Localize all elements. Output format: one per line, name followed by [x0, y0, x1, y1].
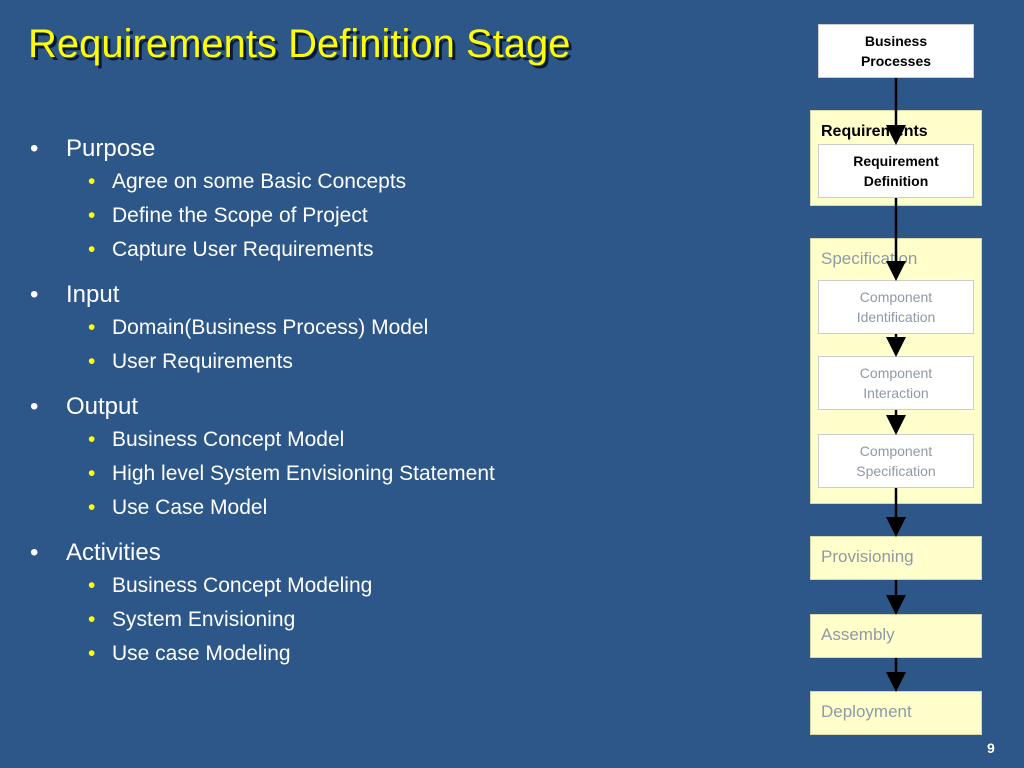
bullet-item: Use Case Model — [112, 496, 268, 519]
bullet-item: Define the Scope of Project — [112, 204, 368, 227]
bullet-outline: • Purpose • Agree on some Basic Concepts •… — [30, 133, 770, 683]
bullet-icon: • — [88, 462, 96, 485]
bullet-item: Use case Modeling — [112, 642, 291, 665]
page-number: 9 — [987, 740, 995, 756]
business-processes-box: Business Processes — [818, 24, 974, 78]
bullet-icon: • — [88, 350, 96, 373]
bullet-item: Agree on some Basic Concepts — [112, 170, 407, 193]
bullet-icon: • — [88, 496, 96, 519]
deployment-stage: Deployment — [810, 691, 982, 735]
section-purpose: • Purpose • Agree on some Basic Concepts •… — [30, 133, 770, 267]
bullet-item: High level System Envisioning Statement — [112, 462, 495, 485]
section-heading: Purpose — [66, 135, 156, 162]
section-heading: Input — [66, 281, 120, 308]
deployment-label: Deployment — [821, 702, 912, 721]
bullet-icon: • — [88, 642, 96, 665]
requirement-definition-box: Requirement Definition — [818, 144, 974, 198]
provisioning-label: Provisioning — [821, 547, 914, 566]
bullet-icon: • — [30, 393, 39, 420]
component-interaction-box: Component Interaction — [818, 356, 974, 410]
section-input: • Input • Domain(Business Process) Model •… — [30, 279, 770, 379]
bullet-item: Business Concept Model — [112, 428, 345, 451]
section-heading: Activities — [66, 539, 161, 566]
bullet-item: System Envisioning — [112, 608, 296, 631]
assembly-label: Assembly — [821, 625, 895, 644]
section-heading: Output — [66, 393, 139, 420]
assembly-stage: Assembly — [810, 614, 982, 658]
bullet-icon: • — [88, 428, 96, 451]
bullet-item: Business Concept Modeling — [112, 574, 373, 597]
bullet-icon: • — [88, 316, 96, 339]
bullet-icon: • — [88, 238, 96, 261]
bullet-item: Domain(Business Process) Model — [112, 316, 429, 339]
section-activities: • Activities • Business Concept Modeling •… — [30, 537, 770, 671]
slide-title: Requirements Definition Stage — [28, 22, 571, 66]
bullet-icon: • — [88, 608, 96, 631]
bullet-icon: • — [88, 204, 96, 227]
bullet-icon: • — [30, 539, 39, 566]
bullet-icon: • — [30, 281, 39, 308]
section-output: • Output • Business Concept Model • High le… — [30, 391, 770, 525]
component-identification-box: Component Identification — [818, 280, 974, 334]
bullet-item: Capture User Requirements — [112, 238, 374, 261]
bullet-icon: • — [88, 574, 96, 597]
bullet-item: User Requirements — [112, 350, 293, 373]
bullet-icon: • — [88, 170, 96, 193]
bullet-icon: • — [30, 135, 39, 162]
